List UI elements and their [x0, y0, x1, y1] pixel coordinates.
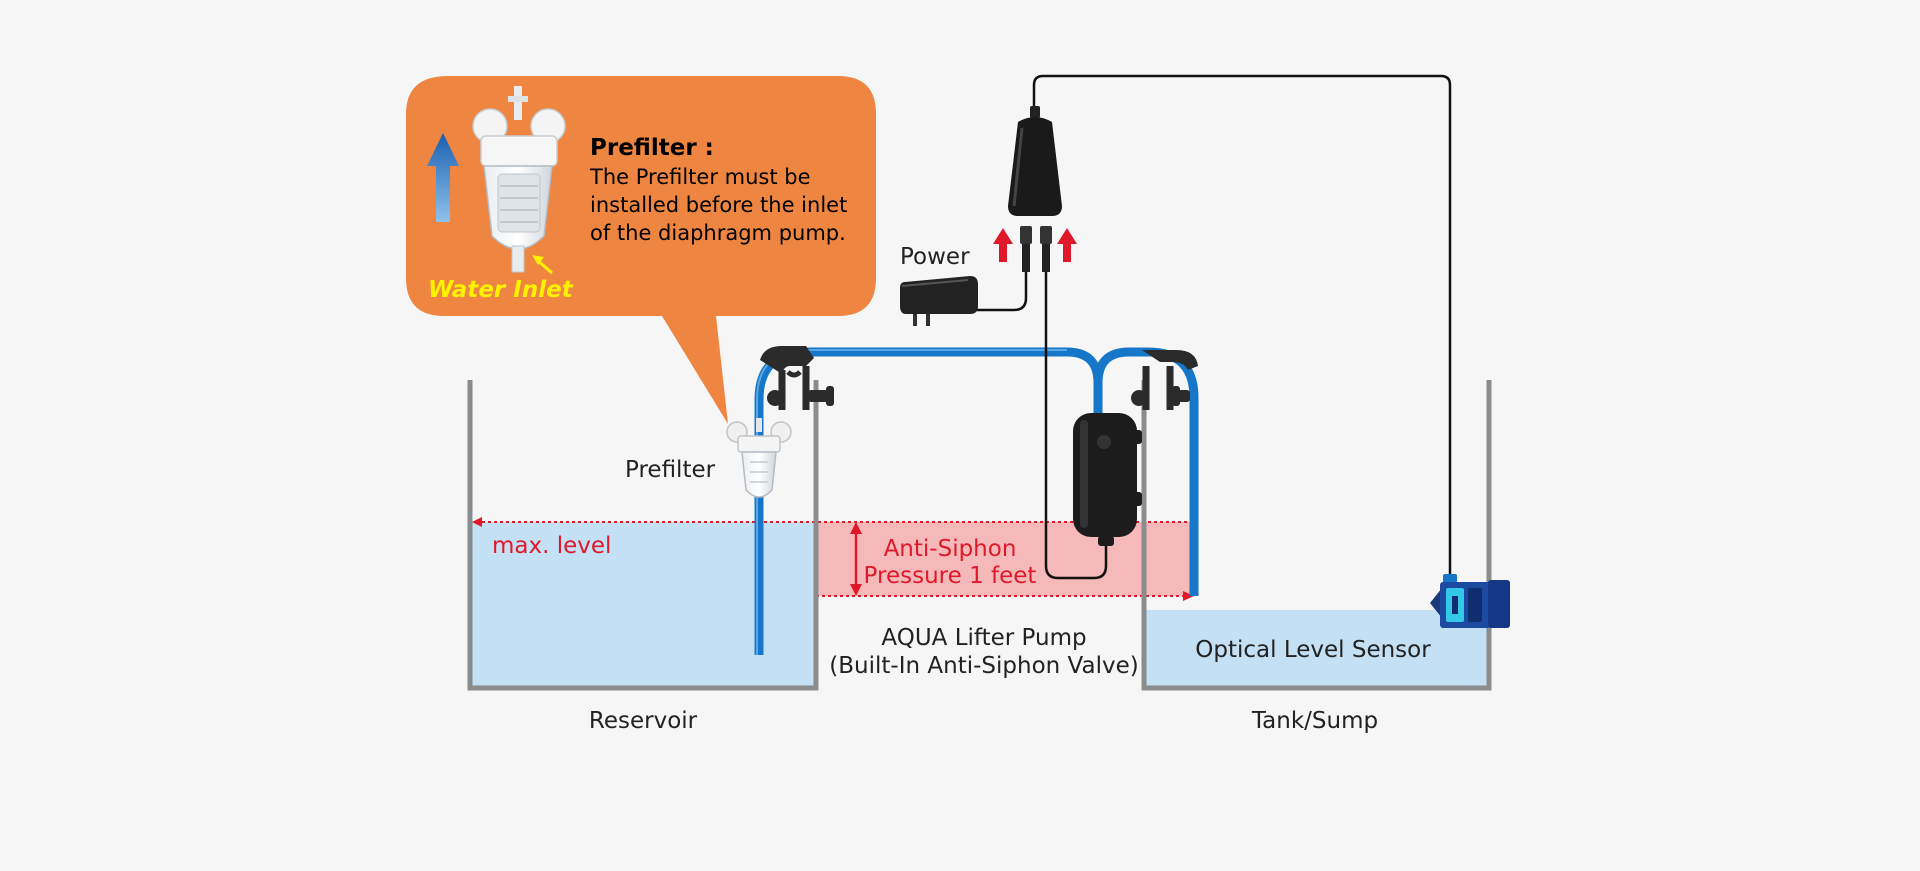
clamp-icon	[1131, 350, 1198, 410]
anti-siphon-arrow-bottom	[850, 584, 862, 596]
controller-icon	[1008, 106, 1062, 272]
callout-line-2: installed before the inlet	[590, 193, 847, 217]
up-arrow-icon	[427, 133, 459, 222]
optical-sensor-label: Optical Level Sensor	[1195, 637, 1431, 663]
clamp-icon	[760, 346, 834, 410]
pump-label-line-2: (Built-In Anti-Siphon Valve)	[829, 653, 1138, 679]
pump-icon	[1073, 413, 1142, 546]
controller-cable	[1044, 270, 1108, 580]
sensor-cable	[1032, 74, 1452, 580]
water-inlet-pointer-icon	[532, 255, 553, 275]
anti-siphon-zone	[816, 522, 1192, 596]
anti-siphon-label-line-2: Pressure 1 feet	[864, 563, 1037, 589]
callout-title: Prefilter :	[590, 135, 714, 161]
power-label: Power	[900, 244, 970, 270]
power-adapter-icon	[900, 276, 978, 326]
sump-tank	[1141, 380, 1492, 691]
reservoir-label: Reservoir	[589, 708, 698, 734]
prefilter-large-icon	[472, 86, 566, 273]
tank-sump-label: Tank/Sump	[1251, 708, 1378, 734]
max-level-label: max. level	[492, 533, 611, 559]
max-level-arrowhead	[472, 517, 482, 527]
prefilter-icon	[726, 418, 792, 498]
anti-siphon-label-line-1: Anti-Siphon	[884, 536, 1017, 562]
reservoir-tank	[467, 380, 819, 691]
callout-line-3: of the diaphragm pump.	[590, 221, 846, 245]
callout-line-1: The Prefilter must be	[589, 165, 811, 189]
prefilter-label: Prefilter	[625, 457, 716, 483]
pump-level-arrowhead	[1183, 591, 1194, 601]
prefilter-callout: Water Inlet Prefilter : The Prefilter mu…	[406, 76, 876, 424]
water-inlet-label: Water Inlet	[428, 277, 574, 303]
red-up-arrow-icon	[993, 228, 1013, 262]
pump-label-line-1: AQUA Lifter Pump	[881, 625, 1086, 651]
power-cable	[975, 270, 1028, 312]
red-up-arrow-icon	[1057, 228, 1077, 262]
anti-siphon-arrow-top	[850, 522, 862, 534]
sump-water	[1145, 610, 1489, 688]
optical-sensor-icon	[1430, 574, 1510, 628]
